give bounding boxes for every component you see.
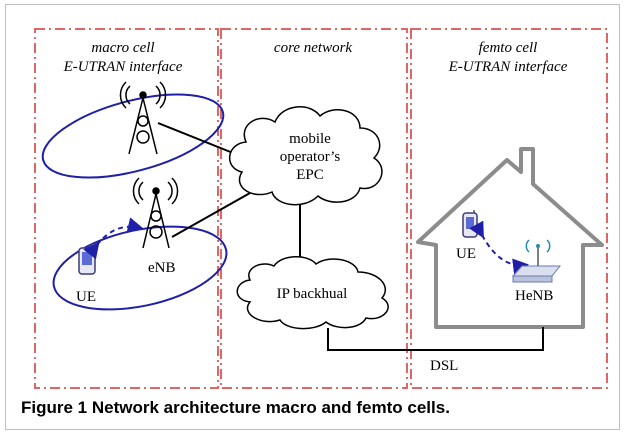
epc-label-line2: operator’s <box>280 149 341 165</box>
epc-cloud <box>229 106 383 206</box>
macro-cell-ellipse-upper <box>41 93 225 179</box>
figure-frame <box>5 4 620 430</box>
figure-title: Network architecture macro and femto cel… <box>91 398 450 417</box>
macro-ue-label: UE <box>76 289 96 305</box>
henb-device-icon <box>511 239 562 283</box>
figure-number: Figure 1 <box>21 398 88 417</box>
femto-region-subtitle: E-UTRAN interface <box>448 59 568 75</box>
macro-region-subtitle: E-UTRAN interface <box>63 59 183 75</box>
enb-label: eNB <box>148 260 176 276</box>
epc-label-line1: mobile <box>289 131 331 147</box>
macro-region-title: macro cell <box>91 40 154 56</box>
enb-to-epc-link <box>171 192 251 238</box>
epc-label-line3: EPC <box>296 167 324 183</box>
macro-cell-ellipse-lower <box>52 225 228 311</box>
dsl-line <box>327 327 544 351</box>
core-network-region <box>220 28 408 389</box>
femto-radio-link <box>469 220 529 275</box>
macro-tower-icon-upper <box>119 81 167 155</box>
dsl-label: DSL <box>430 358 458 374</box>
backhaul-label: IP backhual <box>277 286 348 302</box>
enb-tower-icon <box>132 177 179 249</box>
core-region-title: core network <box>274 40 353 56</box>
backhaul-cloud <box>236 256 389 330</box>
macro-cell-region <box>34 28 219 389</box>
macro-radio-link <box>83 217 144 260</box>
femto-region-title: femto cell <box>479 40 538 56</box>
figure-caption: Figure 1 Network architecture macro and … <box>21 398 611 418</box>
macro-ue-phone-icon <box>78 244 96 275</box>
macro-tower-to-epc-link <box>157 122 239 156</box>
femto-cell-region <box>410 28 608 389</box>
henb-label: HeNB <box>515 288 553 304</box>
house-outline <box>416 147 604 329</box>
femto-ue-label: UE <box>456 246 476 262</box>
femto-ue-phone-icon <box>462 210 478 238</box>
